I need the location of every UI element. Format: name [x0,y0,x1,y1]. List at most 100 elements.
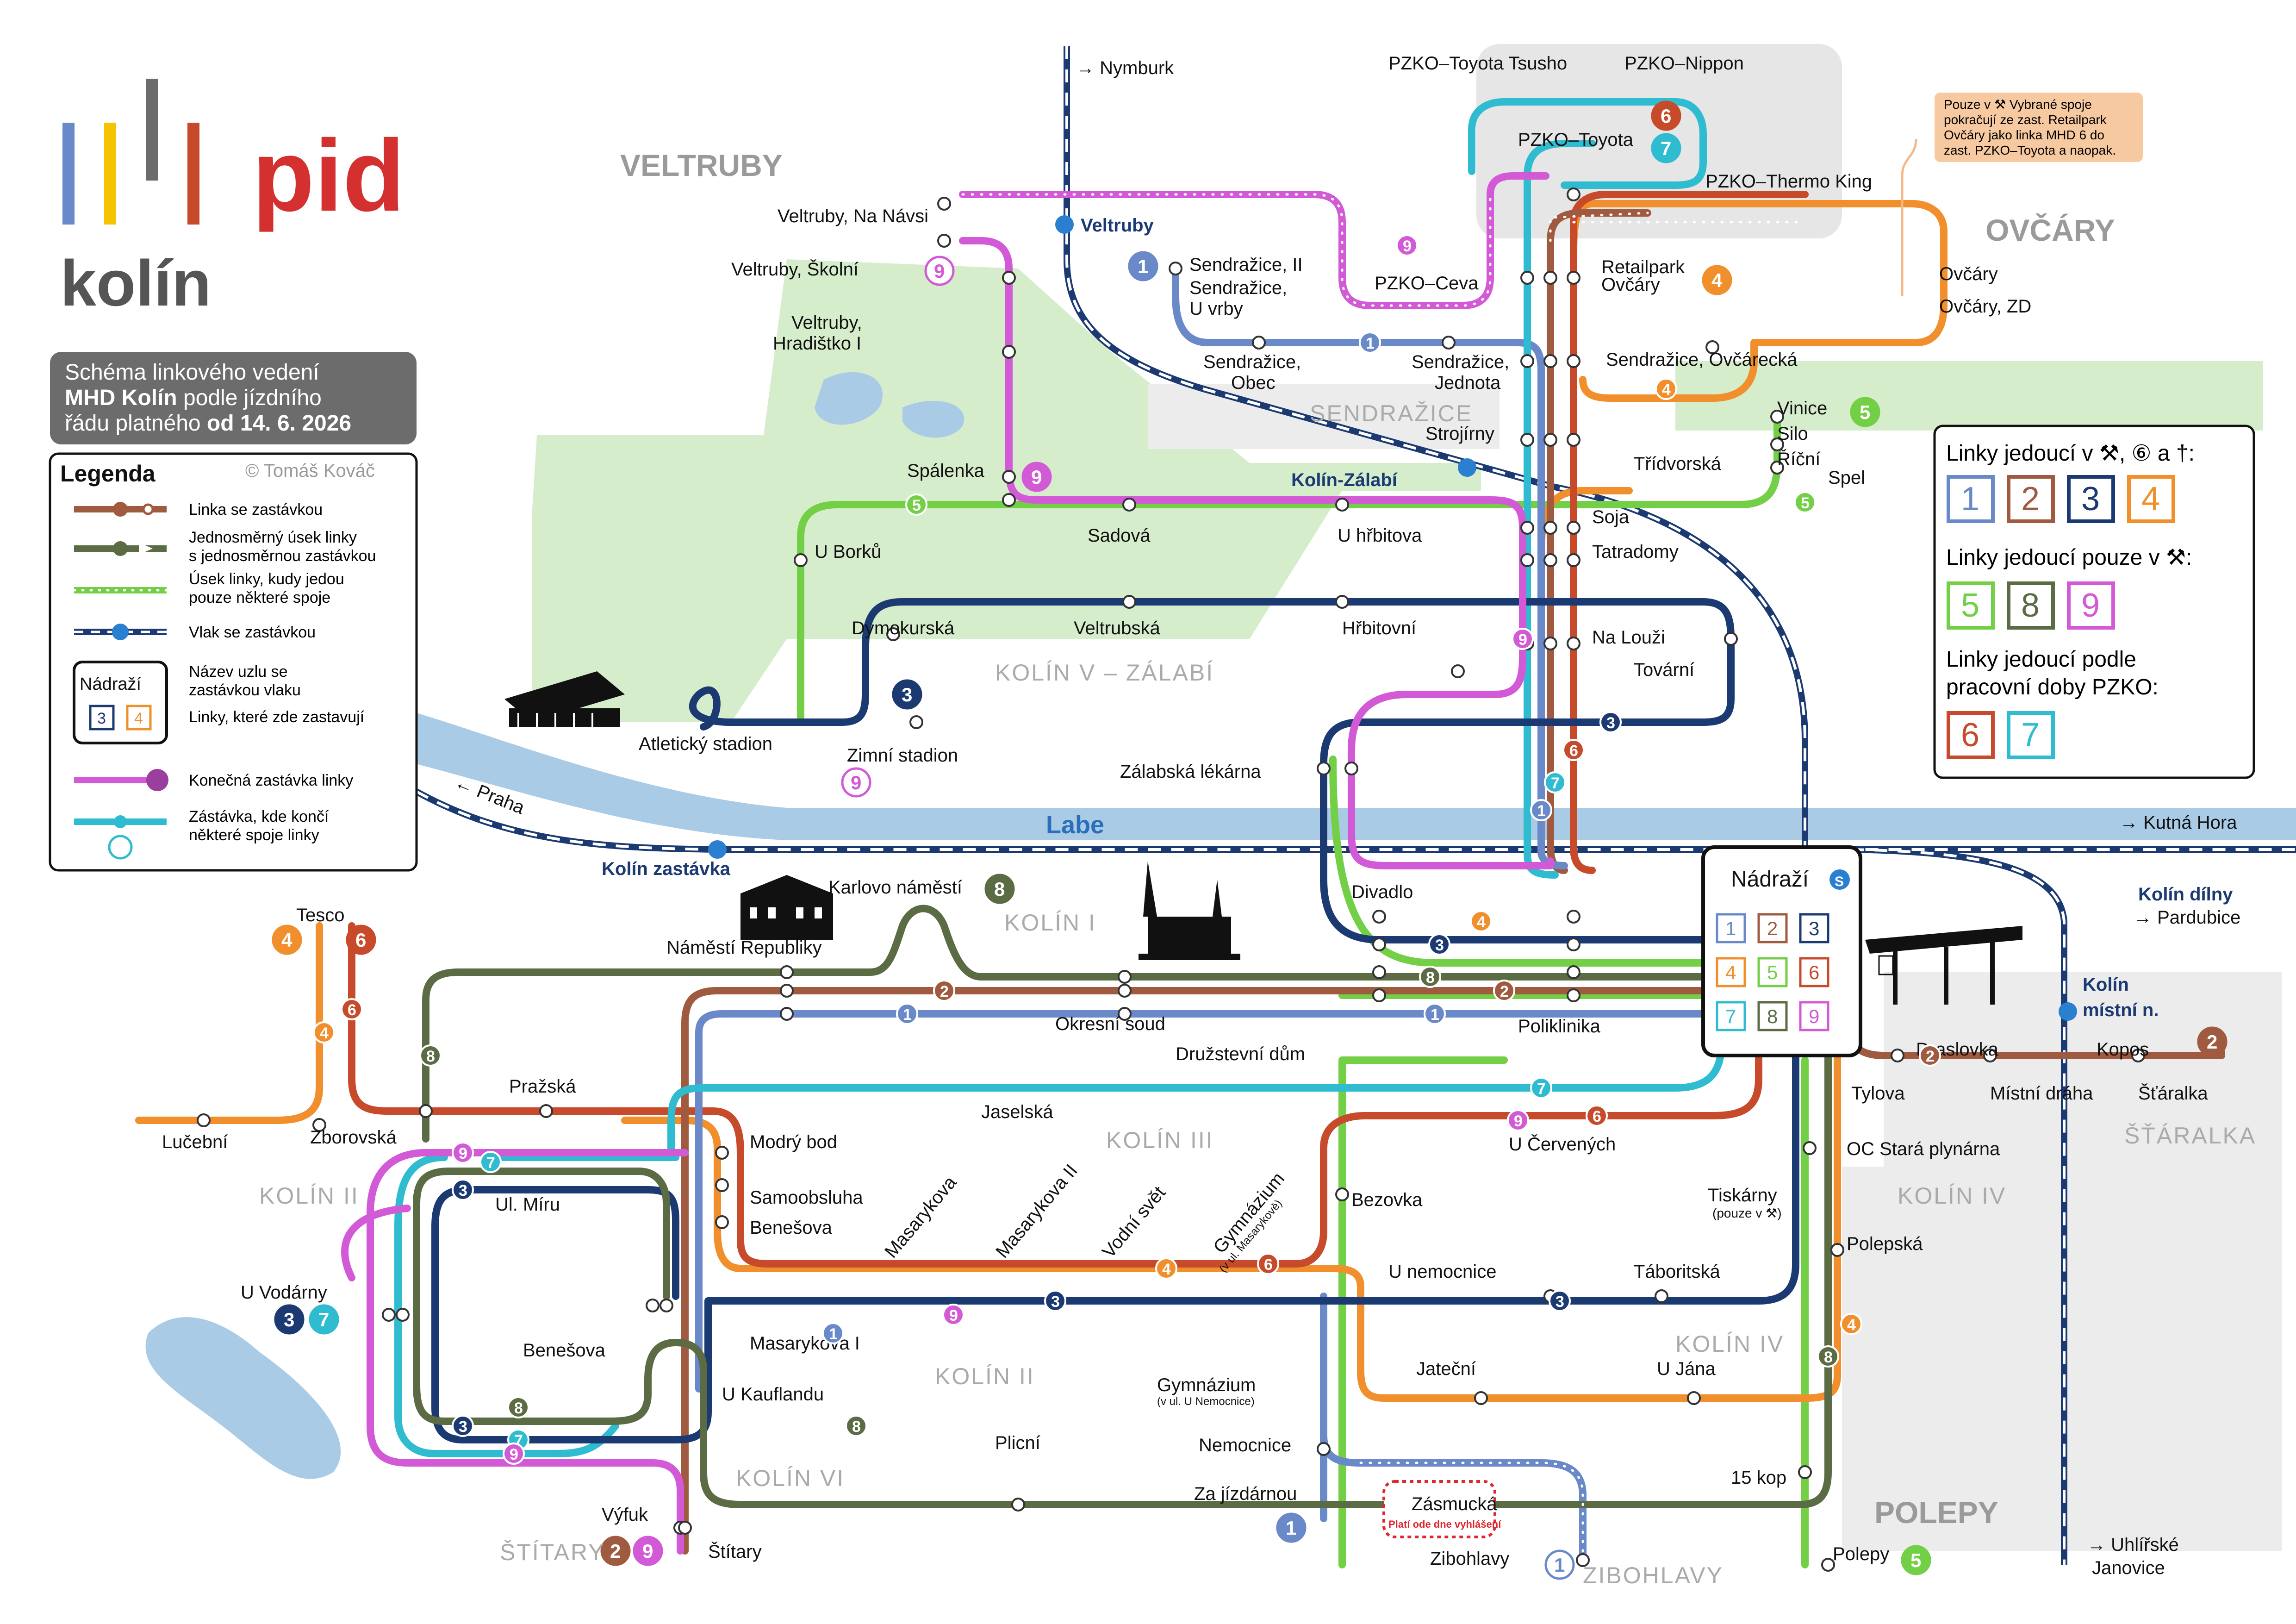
station-dot[interactable] [1451,664,1465,678]
station-dot[interactable] [1122,498,1136,512]
stop-u-jana[interactable]: U Jána [1657,1359,1716,1379]
station-dot[interactable] [646,1299,660,1312]
station-dot[interactable] [1335,1187,1349,1201]
stop-veltruby-skolni[interactable]: Veltruby, Školní [731,259,859,280]
stop-benesova[interactable]: Benešova [750,1218,833,1238]
station-dot[interactable] [1798,1465,1812,1479]
stop-stitary[interactable]: Štítary [708,1541,762,1562]
stop-modry-bod[interactable]: Modrý bod [750,1132,837,1152]
station-dot[interactable] [396,1308,410,1322]
stop-tovarni[interactable]: Tovární [1634,660,1694,680]
station-dot[interactable] [886,627,900,641]
stop-sendr-ii[interactable]: Sendražice, II [1189,255,1303,275]
station-dot[interactable] [1687,1391,1701,1405]
station-dot[interactable] [1983,1049,1997,1062]
stop-vodni-svet[interactable]: Vodní svět [1098,1182,1170,1262]
station-dot[interactable] [1372,937,1386,951]
stop-veltruby-navsi[interactable]: Veltruby, Na Návsi [778,206,928,226]
station-dot[interactable] [1567,937,1580,951]
stop-u-kauflandu[interactable]: U Kauflandu [722,1384,824,1405]
station-dot[interactable] [1770,410,1784,424]
station-dot[interactable] [1830,1243,1844,1257]
stop-sendr-uvrby2[interactable]: U vrby [1189,299,1243,319]
station-dot[interactable] [1011,1498,1025,1512]
hub-line-6[interactable]: 6 [1799,957,1829,987]
station-dot[interactable] [1520,354,1534,368]
hub-line-8[interactable]: 8 [1757,1001,1788,1031]
stop-staralka[interactable]: Šťáralka [2138,1083,2208,1104]
station-dot[interactable] [1543,521,1557,535]
hub-line-9[interactable]: 9 [1799,1001,1829,1031]
stop-poliklinika[interactable]: Poliklinika [1518,1016,1601,1037]
stop-veltruby-hrad1[interactable]: Veltruby, [791,312,862,333]
station-dot[interactable] [780,1007,794,1021]
station-dot[interactable] [1567,553,1580,567]
stop-ul-miru[interactable]: Ul. Míru [495,1194,560,1215]
station-dot[interactable] [1543,637,1557,650]
station-dot[interactable] [1803,1141,1817,1155]
stop-zasmucka[interactable]: Zásmucká [1412,1494,1497,1514]
station-dot[interactable] [1118,984,1132,998]
stop-zibohlavy[interactable]: Zibohlavy [1430,1549,1509,1569]
station-dot[interactable] [312,1118,326,1132]
stop-spalenka[interactable]: Spálenka [907,461,985,481]
station-dot[interactable] [1252,336,1266,350]
stop-silo[interactable]: Silo [1777,424,1808,444]
station-dot[interactable] [678,1521,692,1535]
stop-benesova2[interactable]: Benešova [523,1340,606,1361]
stop-oc-stara[interactable]: OC Stará plynárna [1847,1139,2000,1159]
stop-tylova[interactable]: Tylova [1851,1083,1905,1104]
station-dot[interactable] [909,715,923,729]
stop-retailpark1[interactable]: Retailpark [1601,257,1685,277]
station-dot[interactable] [197,1113,211,1127]
station-dot[interactable] [780,984,794,998]
stop-samoobsluha[interactable]: Samoobsluha [750,1187,863,1208]
station-dot[interactable] [1002,493,1016,507]
station-dot[interactable] [1770,461,1784,475]
stop-kop15[interactable]: 15 kop [1731,1468,1786,1488]
stop-u-nemocnice[interactable]: U nemocnice [1388,1262,1496,1282]
stop-u-hrbitova[interactable]: U hřbitova [1338,525,1422,546]
stop-na-louzi[interactable]: Na Louži [1592,627,1665,648]
stop-dymokurska[interactable]: Dymokurská [852,618,955,638]
stop-tatradomy[interactable]: Tatradomy [1592,542,1679,562]
station-dot[interactable] [1543,433,1557,447]
stop-hrbitovni[interactable]: Hřbitovní [1342,618,1416,638]
station-dot[interactable] [715,1146,729,1160]
station-dot[interactable] [382,1308,396,1322]
station-dot[interactable] [1724,632,1738,646]
hub-line-7[interactable]: 7 [1716,1001,1746,1031]
stop-bezovka[interactable]: Bezovka [1351,1190,1423,1210]
station-dot[interactable] [2131,1049,2145,1062]
stop-strojirny[interactable]: Strojírny [1425,424,1494,444]
station-dot[interactable] [1543,553,1557,567]
stop-pzko-toyota-tsusho[interactable]: PZKO–Toyota Tsusho [1388,53,1567,74]
stop-taboritska[interactable]: Táboritská [1634,1262,1720,1282]
stop-sendr-obec2[interactable]: Obec [1231,373,1276,393]
station-dot[interactable] [1770,437,1784,451]
stop-veltrubska[interactable]: Veltrubská [1074,618,1161,638]
station-dot[interactable] [1567,988,1580,1002]
station-dot[interactable] [1543,354,1557,368]
station-dot[interactable] [1122,595,1136,609]
station-dot[interactable] [715,1215,729,1229]
station-dot[interactable] [1567,187,1580,201]
station-dot[interactable] [780,965,794,979]
stop-nemocnice[interactable]: Nemocnice [1199,1435,1291,1455]
stop-jatecni[interactable]: Jateční [1416,1359,1476,1379]
stop-u-cervenych[interactable]: U Červených [1509,1134,1616,1155]
stop-zborovska[interactable]: Zborovská [310,1127,397,1148]
station-dot[interactable] [539,1104,553,1118]
station-dot[interactable] [1474,1391,1488,1405]
station-dot[interactable] [1891,1049,1904,1062]
station-dot[interactable] [1118,970,1132,984]
stop-atleticky[interactable]: Atletický stadion [639,734,772,754]
station-dot[interactable] [794,553,808,567]
station-dot[interactable] [1655,1289,1668,1303]
stop-masarykova[interactable]: Masarykova [881,1172,961,1262]
stop-u-vodarny[interactable]: U Vodárny [241,1282,327,1303]
stop-soja[interactable]: Soja [1592,507,1630,527]
stop-ovcary-zd[interactable]: Ovčáry, ZD [1939,296,2031,317]
station-dot[interactable] [1567,271,1580,285]
